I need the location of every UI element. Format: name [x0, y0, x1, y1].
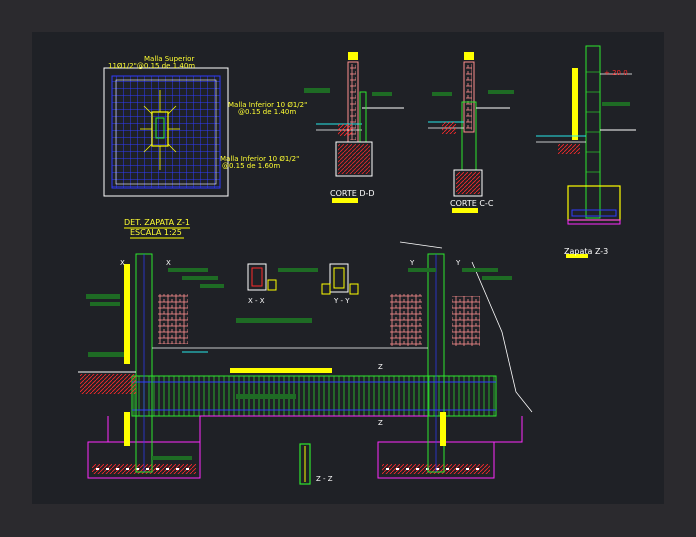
- z-z-label: Z - Z: [316, 475, 333, 483]
- zapata-z3-label: Zapata Z-3: [564, 247, 609, 256]
- footing-plan-view: [103, 67, 229, 197]
- section-c-c: [428, 52, 514, 213]
- cad-drawing: [78, 45, 636, 485]
- level-mark: +.20 0: [604, 69, 628, 77]
- z-marker-bottom: Z: [378, 419, 383, 427]
- malla-inferior-2-label: Malla Inferior 10 Ø1/2": [220, 155, 300, 163]
- det-zapata-title: DET. ZAPATA Z-1: [124, 218, 190, 227]
- y-marker-left: Y: [410, 259, 415, 267]
- annotation-blocks: [86, 268, 512, 460]
- z-marker-top: Z: [378, 363, 383, 371]
- malla-superior-spec: 11Ø1/2"@0.15 de 1.40m: [108, 62, 196, 70]
- x-marker-right: X: [166, 259, 171, 267]
- x-marker-left: X: [120, 259, 125, 267]
- malla-inferior-1-label: Malla Inferior 10 Ø1/2": [228, 101, 308, 109]
- footing-z1-elevation: [78, 241, 533, 485]
- drawing-canvas[interactable]: Malla Superior 11Ø1/2"@0.15 de 1.40m Mal…: [32, 32, 664, 504]
- corte-c-c-label: CORTE C-C: [450, 199, 494, 208]
- corte-d-d-label: CORTE D-D: [330, 189, 375, 198]
- escala-label: ESCALA 1:25: [130, 228, 182, 237]
- malla-superior-label: Malla Superior: [144, 55, 195, 63]
- x-x-label: X - X: [248, 297, 265, 305]
- section-d-d: [304, 52, 404, 203]
- y-y-label: Y - Y: [334, 297, 350, 305]
- malla-inferior-1-spec: @0.15 de 1.40m: [238, 108, 297, 116]
- malla-inferior-2-spec: @0.15 de 1.60m: [222, 162, 281, 170]
- y-marker-right: Y: [456, 259, 461, 267]
- section-x-x: [247, 263, 277, 291]
- section-y-y: [321, 263, 359, 295]
- footing-z3: [536, 45, 636, 258]
